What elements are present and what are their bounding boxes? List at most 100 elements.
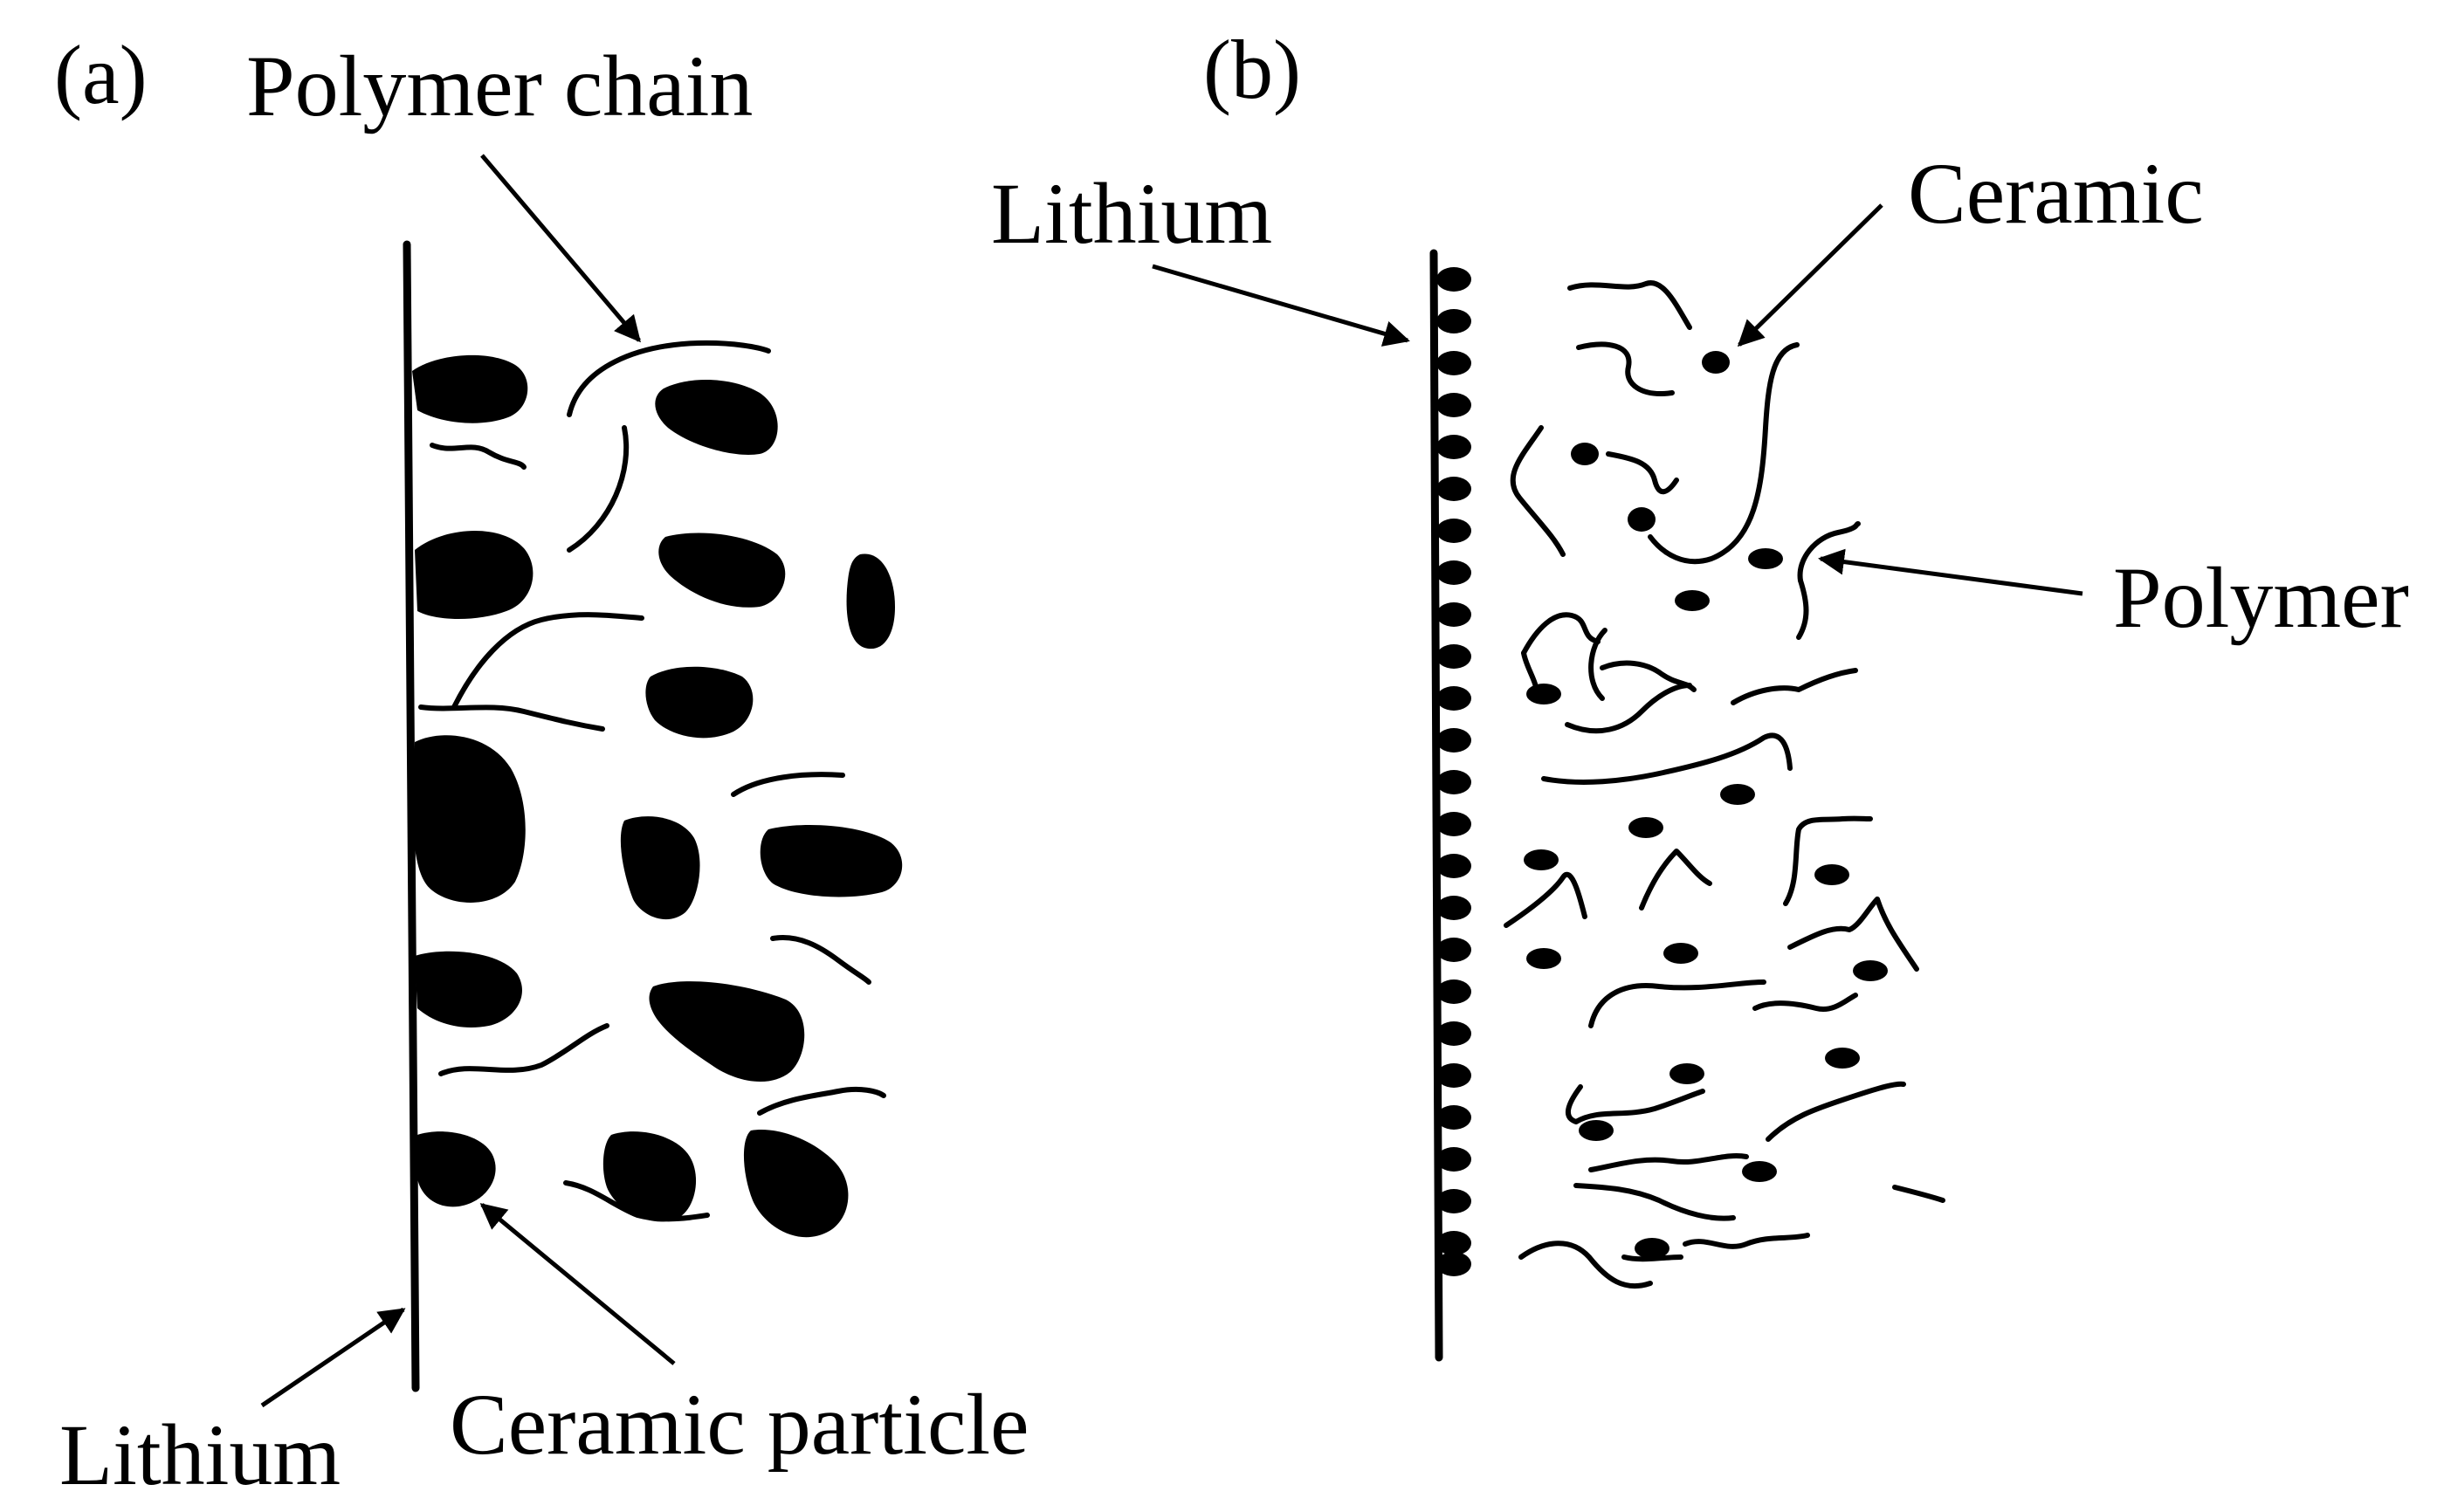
polymer-chain [1566, 1084, 1705, 1124]
ceramic-particle-label: Ceramic particle [450, 1376, 1029, 1473]
lithium-electrode-b [1429, 249, 1443, 1362]
ceramic-dot [1742, 1161, 1777, 1182]
polymer-chain [430, 443, 527, 470]
panel-a-tag: (a) [54, 28, 148, 121]
lithium-dot [1436, 267, 1471, 292]
lithium-dot [1436, 1147, 1471, 1172]
ceramic-particle [602, 1131, 697, 1222]
ceramic-dot [1663, 943, 1698, 964]
ceramic-dot [1571, 443, 1599, 465]
ceramic-dot [1814, 864, 1849, 885]
polymer-chain [1797, 521, 1861, 583]
polymer-chain [1588, 979, 1766, 1028]
ceramic-particle [743, 1130, 849, 1238]
lithium-dot [1436, 812, 1471, 836]
polymer-chain [1521, 612, 1601, 656]
panel-b: (b) Lithium Ceramic Polymer [991, 23, 2409, 1362]
ceramic-dot [1675, 590, 1710, 611]
polymer-chain [1875, 897, 1919, 972]
lithium-dot [1436, 1105, 1471, 1130]
polymer-label: Polymer [2113, 549, 2409, 646]
lithium-dot [1436, 1063, 1471, 1088]
lithium-dot [1436, 393, 1471, 417]
ceramic-particle [412, 735, 526, 903]
ceramic-particle [645, 666, 754, 739]
ceramic-arrow [1737, 203, 1883, 347]
lithium-dot [1436, 560, 1471, 585]
polymer-chains-b [1504, 280, 1945, 1289]
polymer-chain-label: Polymer chain [246, 38, 753, 134]
lithium-arrow-a [260, 1307, 406, 1408]
lithium-dot [1436, 1231, 1471, 1255]
lithium-dot [1436, 979, 1471, 1004]
ceramic-dot [1669, 1063, 1704, 1084]
polymer-chain [1521, 650, 1539, 697]
ceramic-particle [658, 533, 786, 608]
polymer-chain [1648, 342, 1800, 565]
polymer-chain [1796, 578, 1809, 640]
polymer-chain [1588, 628, 1607, 701]
polymer-chain [567, 425, 630, 553]
polymer-chain-arrow [480, 154, 641, 343]
ceramic-particle [846, 553, 895, 649]
ceramic-dot [1526, 948, 1561, 969]
polymer-chain [1606, 451, 1679, 495]
polymer-chain [1783, 815, 1873, 906]
polymer-chain [770, 935, 871, 985]
ceramic-particle [417, 1131, 496, 1207]
ceramic-dots-b [1524, 351, 1888, 1259]
lithium-dot [1436, 519, 1471, 543]
polymer-chain [1518, 1241, 1653, 1289]
lithium-dot [1436, 477, 1471, 501]
ceramic-dot [1635, 1238, 1669, 1259]
lithium-label-a: Lithium [59, 1406, 341, 1503]
lithium-electrode-a [403, 240, 420, 1392]
ceramic-dot [1702, 351, 1730, 374]
lithium-dot [1436, 770, 1471, 794]
polymer-chain [563, 1180, 710, 1222]
ceramic-particle [415, 951, 522, 1028]
polymer-chain [1639, 849, 1712, 911]
ceramic-particle [412, 354, 528, 423]
lithium-dot [1436, 1189, 1471, 1213]
polymer-chain [1621, 1254, 1683, 1262]
polymer-chain [1683, 1233, 1810, 1249]
ceramic-dot [1720, 784, 1755, 805]
lithium-dot [1436, 351, 1471, 375]
polymer-chain [731, 772, 845, 797]
ceramic-dot [1526, 684, 1561, 704]
ceramic-dot [1853, 960, 1888, 981]
polymer-chain [1573, 1183, 1736, 1221]
lithium-dot [1436, 602, 1471, 627]
polymer-chain [1510, 425, 1566, 557]
lithium-dot [1436, 435, 1471, 459]
polymer-chain [1731, 668, 1858, 705]
polymer-chain [757, 1086, 886, 1116]
ceramic-particle [415, 530, 534, 619]
ceramic-dot [1748, 548, 1783, 569]
ceramic-dot [1579, 1120, 1614, 1141]
ceramic-particle-arrow [479, 1203, 676, 1365]
polymer-chain [451, 612, 644, 710]
lithium-dot [1436, 309, 1471, 333]
lithium-dot [1436, 1021, 1471, 1046]
lithium-dot [1436, 938, 1471, 962]
lithium-dot [1436, 1252, 1471, 1276]
polymer-chain [438, 1023, 609, 1076]
lithium-dots [1436, 267, 1471, 1276]
polymer-chain [1588, 1153, 1749, 1172]
lithium-dot [1436, 728, 1471, 753]
ceramic-dot [1628, 817, 1663, 838]
polymer-arrow [1818, 548, 2083, 596]
polymer-chain [567, 340, 771, 417]
polymer-chains-a [418, 340, 886, 1222]
lithium-dot [1436, 686, 1471, 711]
ceramic-label: Ceramic [1908, 145, 2204, 242]
ceramic-dot [1825, 1048, 1860, 1069]
polymer-chain [1766, 1081, 1906, 1142]
polymer-chain [1752, 993, 1858, 1012]
panel-b-tag: (b) [1203, 23, 1301, 116]
ceramic-particles-a [412, 354, 903, 1238]
panel-a: (a) Polymer chain Lithium Ceramic partic… [54, 28, 1029, 1503]
polymer-chain [1567, 280, 1692, 330]
